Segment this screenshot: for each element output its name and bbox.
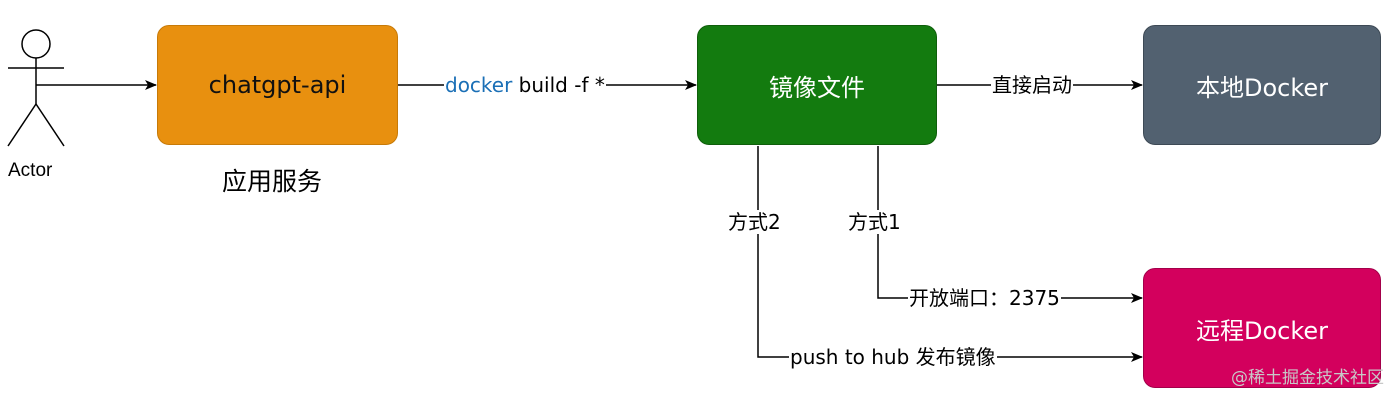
actor-label: Actor — [8, 160, 53, 181]
actor-right-leg — [35, 103, 65, 147]
edge-method2-push-hub — [757, 146, 1143, 362]
watermark: @稀土掘金技术社区 — [1231, 368, 1384, 388]
edge-label-build-rest: build -f * — [512, 73, 605, 97]
edge-label-push-hub: push to hub 发布镜像 — [789, 345, 997, 369]
node-remote-docker-label: 远程Docker — [1195, 316, 1329, 345]
node-local-docker-label: 本地Docker — [1195, 73, 1329, 102]
actor-figure — [7, 29, 65, 147]
actor-head — [21, 29, 51, 59]
edge-label-direct-start: 直接启动 — [991, 73, 1073, 97]
node-image-file: 镜像文件 — [697, 25, 937, 145]
edge-label-method1: 方式1 — [847, 210, 902, 234]
node-chatgpt-api: chatgpt-api — [157, 25, 398, 145]
edge-label-docker-build: docker build -f * — [444, 73, 606, 97]
edge-label-docker-keyword: docker — [445, 73, 513, 97]
node-local-docker: 本地Docker — [1143, 25, 1381, 145]
edge-label-open-port: 开放端口：2375 — [908, 286, 1061, 310]
actor-left-leg — [7, 103, 37, 147]
app-service-caption: 应用服务 — [222, 167, 323, 196]
node-remote-docker: 远程Docker — [1143, 268, 1381, 388]
edge-method1-open-port — [877, 146, 1143, 303]
node-chatgpt-api-label: chatgpt-api — [208, 71, 347, 99]
node-image-file-label: 镜像文件 — [769, 73, 865, 102]
edge-label-method2: 方式2 — [727, 210, 782, 234]
